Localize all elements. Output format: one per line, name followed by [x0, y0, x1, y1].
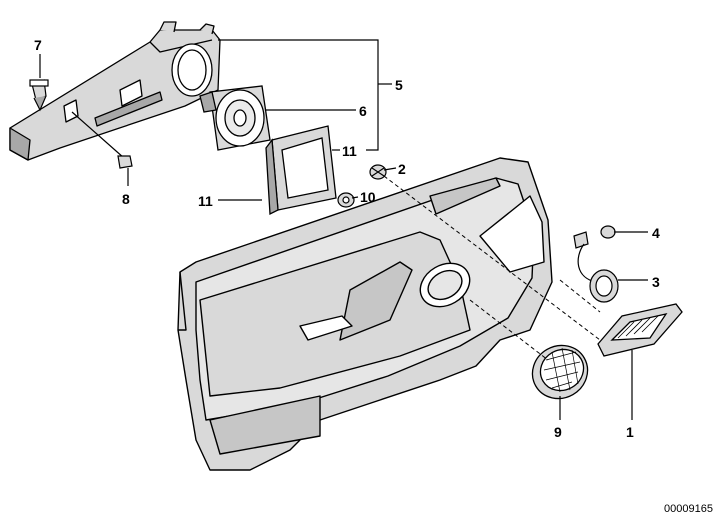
speaker-frame	[265, 125, 337, 216]
callout-1: 1	[626, 424, 634, 440]
callout-5: 5	[395, 77, 403, 93]
leader-lines	[39, 39, 648, 420]
callout-9: 9	[554, 424, 562, 440]
speaker-grille	[531, 344, 589, 400]
callout-7: 7	[34, 37, 42, 53]
tweeter	[573, 231, 619, 303]
loudspeaker	[199, 85, 271, 151]
door-trim-panel	[177, 157, 553, 471]
tweeter-clip	[600, 225, 616, 239]
screw	[71, 111, 133, 169]
clip-rivet	[29, 79, 49, 112]
callout-11-lower: 11	[198, 193, 213, 209]
callout-2: 2	[398, 161, 406, 177]
speaker-housing-bracket	[9, 21, 221, 161]
assembly-lines	[383, 175, 601, 361]
callout-11-upper: 11	[342, 143, 357, 159]
drawing-number: 00009165	[664, 503, 713, 515]
clip-nut	[369, 164, 387, 180]
callout-10: 10	[360, 189, 376, 205]
callout-8: 8	[122, 191, 130, 207]
callout-3: 3	[652, 274, 660, 290]
callout-6: 6	[359, 103, 367, 119]
tweeter-grille	[597, 303, 683, 357]
callout-4: 4	[652, 225, 660, 241]
spreading-clip	[337, 192, 355, 208]
